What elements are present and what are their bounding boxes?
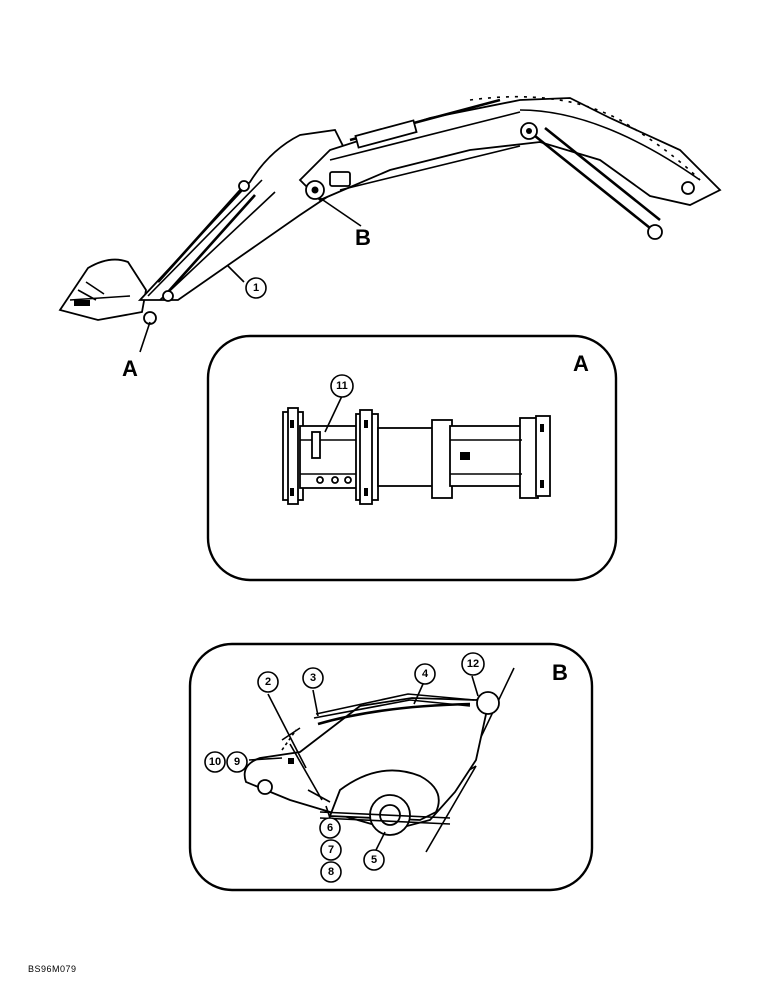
svg-text:5: 5 — [371, 854, 377, 866]
figure-reference-code: BS96M079 — [28, 964, 77, 974]
detail-a-panel: A — [206, 334, 618, 582]
detail-b-title: B — [552, 660, 568, 685]
view-b-label: B — [355, 225, 371, 250]
detail-a-title: A — [573, 351, 589, 376]
pin-assembly-drawing — [282, 407, 551, 505]
svg-text:8: 8 — [328, 866, 334, 878]
svg-text:11: 11 — [336, 380, 348, 392]
excavator-arm-illustration — [58, 95, 722, 325]
svg-text:9: 9 — [234, 756, 240, 768]
svg-text:7: 7 — [328, 844, 334, 856]
callout-12: 12 — [461, 652, 485, 676]
svg-text:2: 2 — [265, 676, 271, 688]
svg-text:1: 1 — [253, 282, 259, 294]
callout-5: 5 — [363, 849, 385, 871]
leader-lines-main — [139, 197, 362, 353]
callout-9: 9 — [226, 751, 248, 773]
svg-text:4: 4 — [422, 668, 429, 680]
callout-10: 10 — [204, 751, 226, 773]
view-a-label: A — [122, 356, 138, 381]
pivot-detail-drawing — [243, 667, 515, 853]
callout-1: 1 — [245, 277, 267, 299]
callout-3: 3 — [302, 667, 324, 689]
svg-text:6: 6 — [327, 822, 333, 834]
callout-8: 8 — [320, 861, 342, 883]
detail-b-panel: B — [188, 642, 594, 892]
svg-text:10: 10 — [209, 756, 221, 768]
callout-7: 7 — [320, 839, 342, 861]
callout-2: 2 — [257, 671, 279, 693]
callout-4: 4 — [414, 663, 436, 685]
callout-11: 11 — [330, 374, 354, 398]
svg-text:12: 12 — [467, 658, 479, 670]
svg-text:3: 3 — [310, 672, 316, 684]
callout-6: 6 — [319, 817, 341, 839]
